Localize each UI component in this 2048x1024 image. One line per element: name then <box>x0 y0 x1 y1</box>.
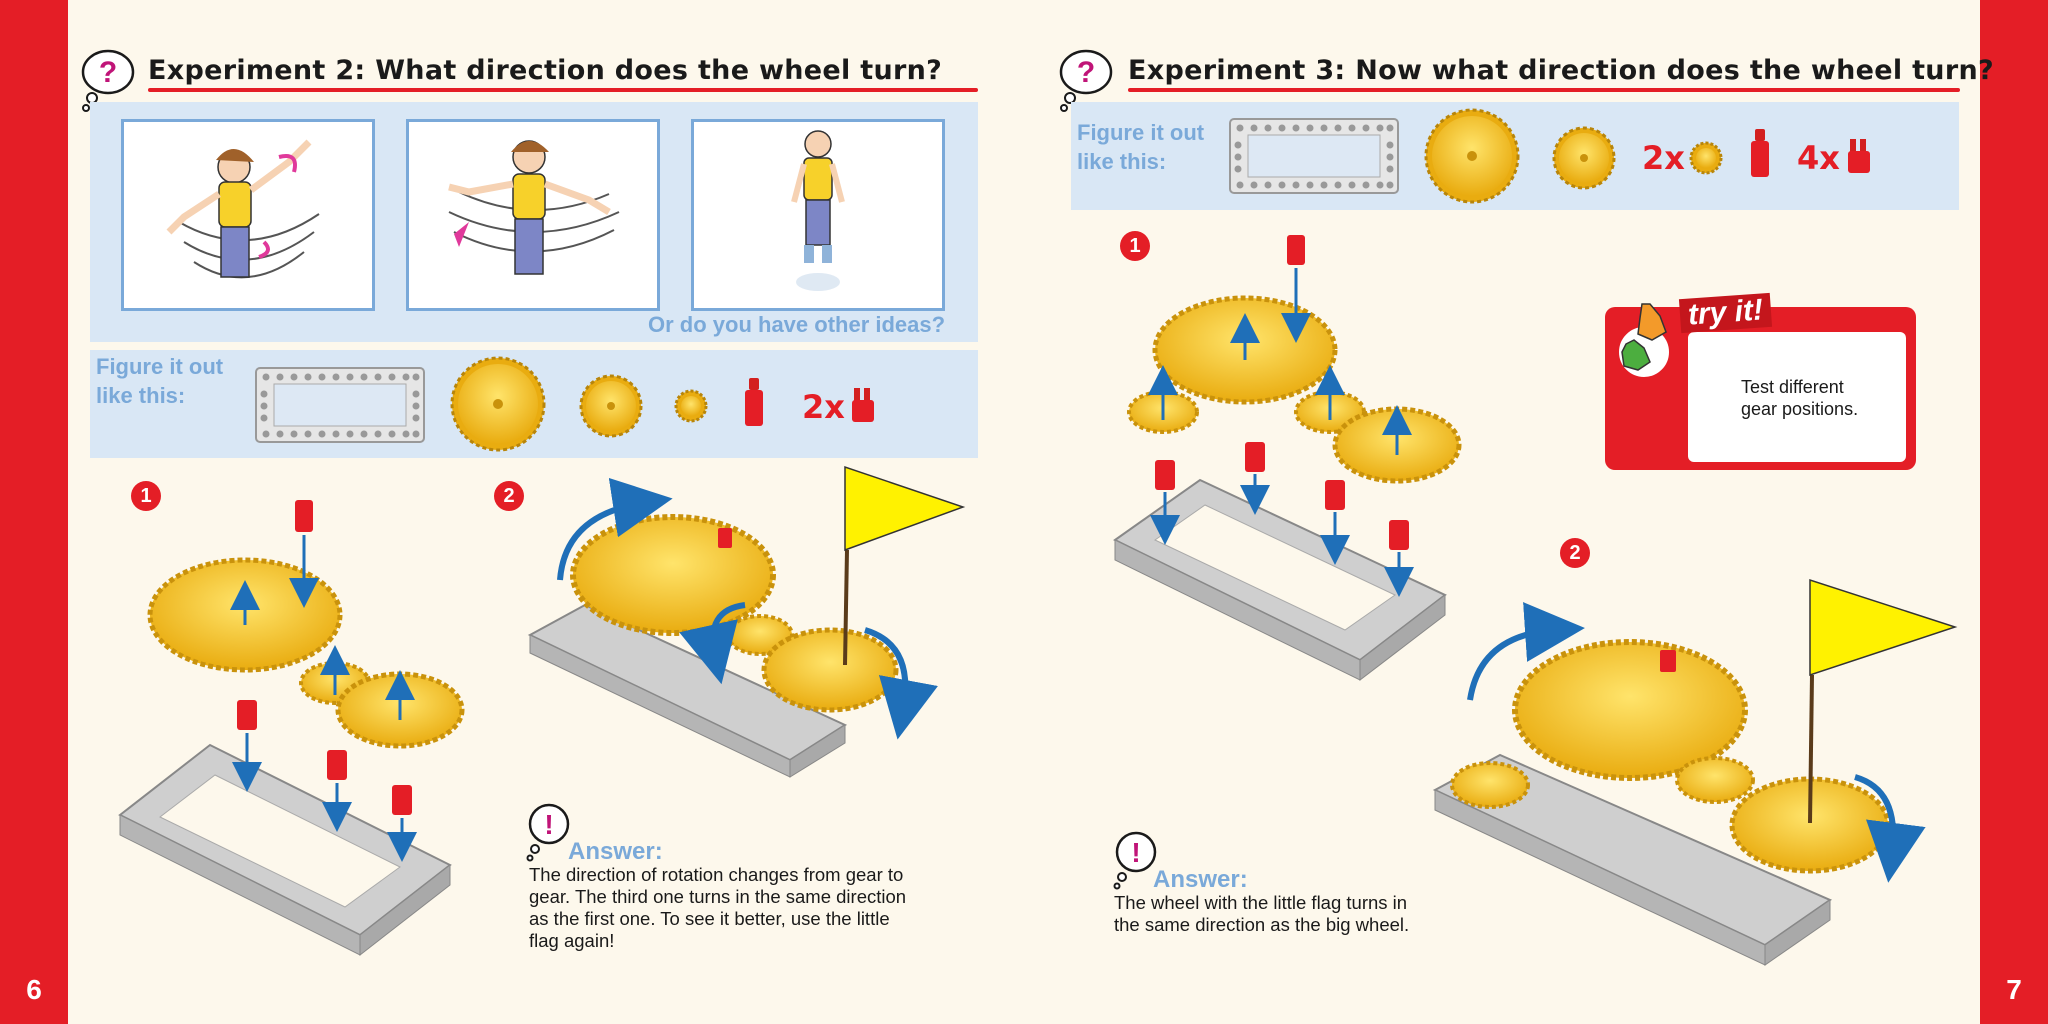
try-it-line: gear positions. <box>1741 399 1859 419</box>
answer-line: gear. The third one turns in the same di… <box>529 886 907 907</box>
axle-part <box>1751 129 1769 177</box>
answer-line: The direction of rotation changes from g… <box>529 864 904 885</box>
try-it-content <box>1688 332 1906 462</box>
large-gear-part <box>450 356 546 452</box>
axle-part <box>745 378 763 426</box>
step-1-badge-right: 1 <box>1120 231 1150 261</box>
svg-text:?: ? <box>1077 56 1095 89</box>
hand-icon <box>1617 303 1671 379</box>
question-bubble-icon: ? <box>81 49 135 112</box>
photo-spin-left <box>121 119 375 311</box>
answer-line: flag again! <box>529 930 615 951</box>
question-bubble-icon: ? <box>1059 49 1113 112</box>
small-gear-part <box>674 389 708 423</box>
step-1-four-gear-assembly <box>1113 235 1462 682</box>
experiment-2-heading: Experiment 2: What direction does the wh… <box>148 55 943 86</box>
parts-count-right-b: 4x <box>1797 139 1840 177</box>
svg-text:!: ! <box>1131 837 1140 868</box>
large-gear-part <box>1424 108 1520 204</box>
experiment-3-heading: Experiment 3: Now what direction does th… <box>1128 55 1994 86</box>
figure-label-right: Figure it out like this: <box>1077 118 1204 176</box>
svg-text:?: ? <box>99 56 117 89</box>
step-1-assembly-illustration <box>118 500 465 957</box>
left-page-border <box>0 0 68 1024</box>
spinning-child-illustration <box>166 139 320 279</box>
parts-count-left: 2x <box>802 388 845 426</box>
figure-label-line2: like this: <box>96 383 186 408</box>
medium-gear-part <box>579 374 643 438</box>
building-plate-part <box>1229 118 1399 194</box>
step-2-flag-gear-illustration <box>1432 578 1958 966</box>
try-it-title: try it! <box>1678 292 1773 334</box>
figure-label-line1: Figure it out <box>96 354 224 379</box>
answer-text-right: The wheel with the little flag turns in … <box>1114 892 1409 936</box>
step-2-badge-right: 2 <box>1560 538 1590 568</box>
figure-label-line2: like this: <box>1077 149 1167 174</box>
exclamation-bubble-icon: ! <box>1113 831 1157 890</box>
parts-count-right-a: 2x <box>1642 139 1685 177</box>
medium-gear-part <box>1552 126 1616 190</box>
spinning-child-illustration <box>448 140 620 275</box>
photo-jump <box>691 119 945 311</box>
answer-text-left: The direction of rotation changes from g… <box>529 864 906 952</box>
step-2-flag-gear-illustration <box>527 465 966 778</box>
step-1-badge-left: 1 <box>131 481 161 511</box>
small-gear-part <box>1689 141 1723 175</box>
figure-label-left: Figure it out like this: <box>96 352 223 410</box>
page-number-right: 7 <box>2006 974 2022 1005</box>
building-plate-part <box>255 367 425 443</box>
answer-line: as the first one. To see it better, use … <box>529 908 890 929</box>
heading-underline-left <box>148 88 978 92</box>
page-number-left: 6 <box>26 974 42 1005</box>
jumping-child-illustration <box>791 130 845 291</box>
answer-title-left: Answer: <box>568 838 663 865</box>
try-it-line: Test different <box>1741 377 1844 397</box>
svg-text:!: ! <box>544 809 553 840</box>
step-2-badge-left: 2 <box>494 481 524 511</box>
exclamation-bubble-icon: ! <box>526 803 570 862</box>
try-it-text: Test different gear positions. <box>1741 376 1858 420</box>
answer-line: the same direction as the big wheel. <box>1114 914 1410 935</box>
answer-title-right: Answer: <box>1153 866 1248 893</box>
right-page-border <box>1980 0 2048 1024</box>
photo-spin-right <box>406 119 660 311</box>
figure-label-line1: Figure it out <box>1077 120 1205 145</box>
other-ideas-text: Or do you have other ideas? <box>648 312 946 337</box>
peg-part <box>852 388 874 422</box>
peg-part <box>1848 139 1870 173</box>
answer-line: The wheel with the little flag turns in <box>1114 892 1408 913</box>
heading-underline-right <box>1128 88 1960 92</box>
